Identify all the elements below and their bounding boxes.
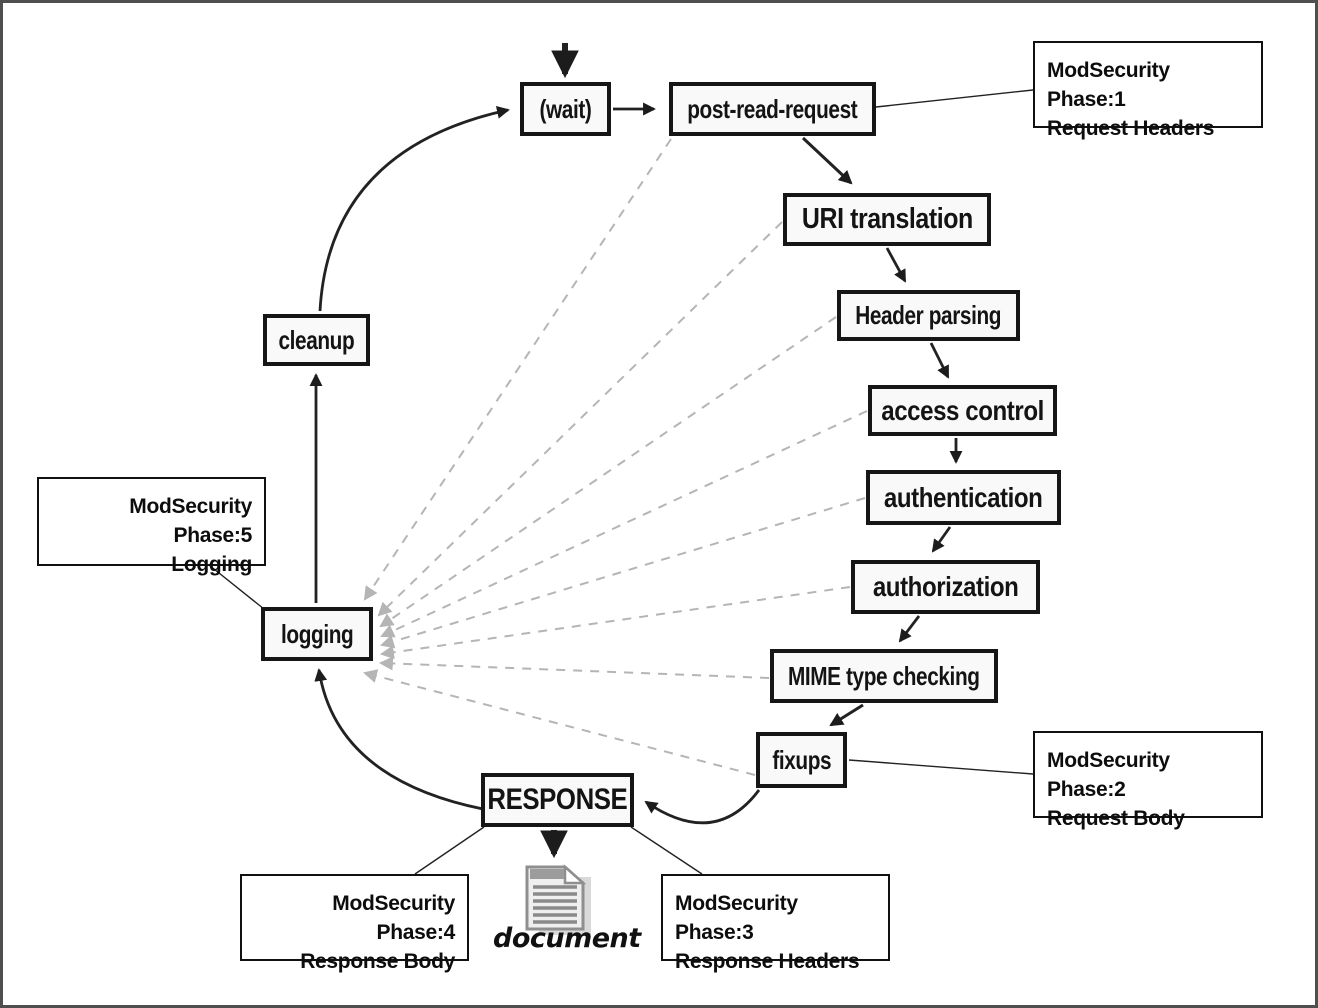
node-post-read-request-label: post-read-request xyxy=(687,93,858,124)
flow-arrows xyxy=(309,43,963,859)
dashed-edges-to-logging xyxy=(362,138,868,776)
node-wait-label: (wait) xyxy=(539,93,592,124)
node-access-control-label: access control xyxy=(881,394,1044,426)
callout-phase1: ModSecurity Phase:1 Request Headers xyxy=(1033,41,1263,140)
node-authorization-label: authorization xyxy=(872,571,1019,602)
node-header-parsing-label: Header parsing xyxy=(855,300,1002,330)
node-authentication-label: authentication xyxy=(884,481,1043,513)
node-fixups-label: fixups xyxy=(772,744,831,775)
callout-phase4-line1: ModSecurity Phase:4 xyxy=(332,892,455,944)
node-uri-translation: URI translation xyxy=(783,193,991,246)
callout-phase4: ModSecurity Phase:4 Response Body xyxy=(240,874,469,973)
callout-connectors xyxy=(208,89,1034,875)
callout-phase4-line2: Response Body xyxy=(300,950,455,973)
callout-phase3-line1: ModSecurity Phase:3 xyxy=(675,892,798,944)
document-icon xyxy=(525,864,591,935)
document-label: document xyxy=(493,923,641,954)
callout-phase5-line2: Logging xyxy=(171,553,252,576)
node-header-parsing: Header parsing xyxy=(837,290,1020,341)
node-wait: (wait) xyxy=(520,82,611,136)
node-response-label: RESPONSE xyxy=(487,783,628,816)
node-post-read-request: post-read-request xyxy=(669,82,876,136)
callout-phase2-line1: ModSecurity Phase:2 xyxy=(1047,749,1170,801)
node-access-control: access control xyxy=(868,385,1057,436)
node-authentication: authentication xyxy=(866,470,1061,525)
node-cleanup: cleanup xyxy=(263,314,370,366)
node-response: RESPONSE xyxy=(481,773,634,827)
node-uri-translation-label: URI translation xyxy=(801,203,973,235)
node-authorization: authorization xyxy=(851,560,1040,614)
node-mime-type-checking-label: MIME type checking xyxy=(788,660,980,691)
node-fixups: fixups xyxy=(756,732,847,788)
node-mime-type-checking: MIME type checking xyxy=(770,649,998,703)
callout-phase1-line2: Request Headers xyxy=(1047,117,1215,140)
node-cleanup-label: cleanup xyxy=(278,324,355,355)
callout-phase5: ModSecurity Phase:5 Logging xyxy=(37,477,266,576)
callout-phase3: ModSecurity Phase:3 Response Headers xyxy=(661,874,890,973)
callout-phase3-line2: Response Headers xyxy=(675,950,860,973)
callout-phase5-line1: ModSecurity Phase:5 xyxy=(129,495,252,547)
callout-phase2: ModSecurity Phase:2 Request Body xyxy=(1033,731,1263,830)
callout-phase2-line2: Request Body xyxy=(1047,807,1185,830)
node-logging: logging xyxy=(261,607,373,661)
callout-phase1-line1: ModSecurity Phase:1 xyxy=(1047,59,1170,111)
diagram-connectors xyxy=(208,43,1034,935)
node-logging-label: logging xyxy=(280,618,354,649)
